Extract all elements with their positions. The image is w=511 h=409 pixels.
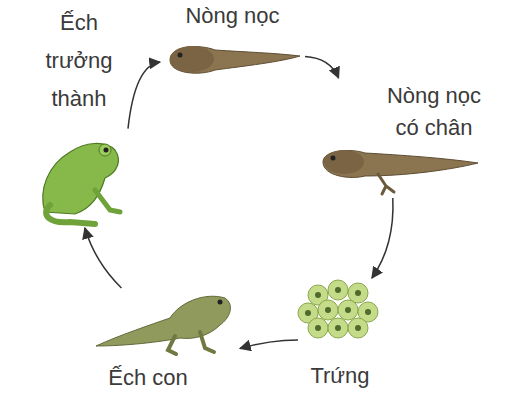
stage-label: Trứng: [298, 362, 382, 390]
adult-frog: [43, 143, 120, 224]
stage-label: Nòng nọc có chân: [378, 80, 490, 144]
cycle-arrow: [372, 198, 393, 278]
life-stage: Ếch trưởng thành: [30, 2, 128, 228]
stage-label: Ếch trưởng thành: [30, 4, 128, 118]
stage-label: Ếch con: [88, 364, 208, 392]
cycle-arrow: [240, 340, 298, 348]
cycle-arrow: [305, 57, 339, 78]
life-stage: Nòng nọc có chân: [318, 78, 505, 198]
life-stage: Trứng: [298, 278, 382, 395]
cycle-arrow: [128, 62, 160, 129]
tadpole: [170, 46, 300, 73]
froglet: [96, 296, 230, 354]
cycle-arrow: [85, 228, 122, 288]
stage-label: Nòng nọc: [160, 2, 305, 30]
life-stage: Nòng nọc: [160, 2, 305, 80]
egg-cluster: [298, 280, 378, 338]
life-stage: Ếch con: [88, 288, 240, 398]
tadpole-with-legs: [323, 150, 478, 194]
